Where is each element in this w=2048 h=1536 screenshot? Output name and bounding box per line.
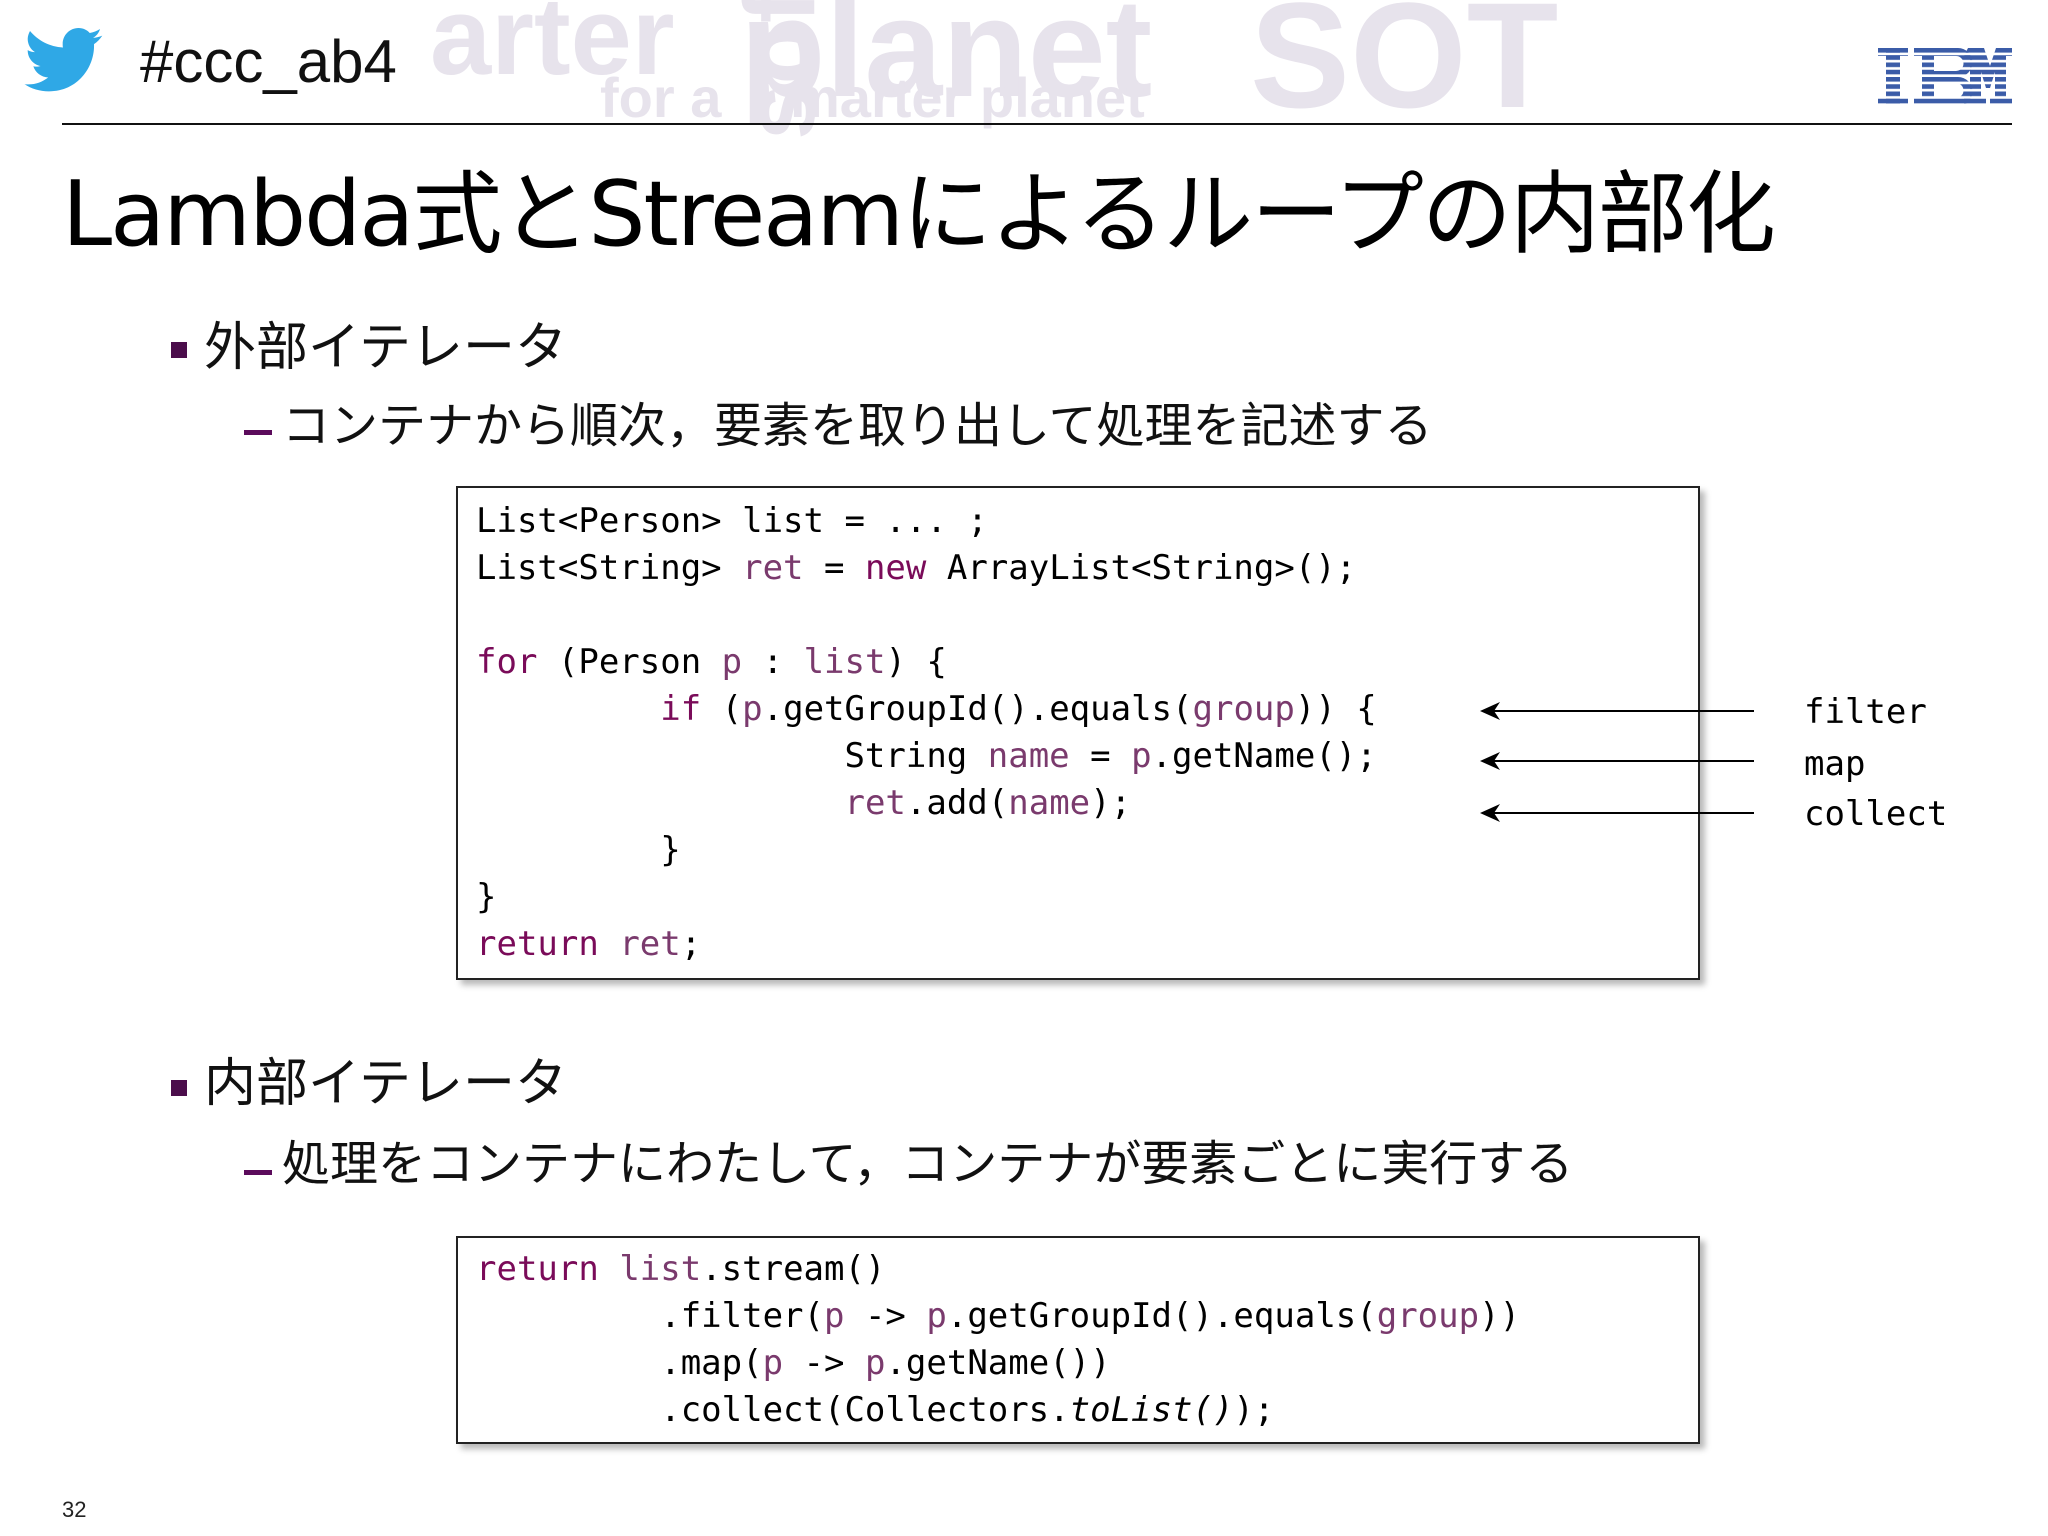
annotation-collect: collect: [1804, 794, 1948, 834]
annotation-filter: filter: [1804, 692, 1927, 732]
hashtag: #ccc_ab4: [140, 28, 397, 95]
background-word: arter: [430, 0, 675, 98]
bullet-marker: [171, 342, 187, 358]
bullet-internal-iterator: 内部イテレータ: [204, 1054, 567, 1114]
arrow-left-icon: [1480, 702, 1754, 720]
background-word: SOT: [1250, 0, 1559, 139]
code-external: List<Person> list = ... ; List<String> r…: [476, 501, 1377, 964]
slide-title: Lambda式とStreamによるループの内部化: [62, 162, 1776, 267]
header-divider: [62, 123, 2012, 125]
page-number: 32: [62, 1497, 87, 1522]
bullet-marker: [171, 1080, 187, 1096]
twitter-bird-icon: [24, 28, 103, 92]
background-word: marter planet: [790, 66, 1145, 129]
code-block-external: List<Person> list = ... ; List<String> r…: [456, 486, 1700, 980]
bullet-external-iterator: 外部イテレータ: [204, 318, 567, 378]
background-word: for a: [600, 66, 722, 129]
sub-bullet-internal: 処理をコンテナにわたして，コンテナが要素ごとに実行する: [282, 1136, 1574, 1192]
code-internal: return list.stream() .filter(p -> p.getG…: [476, 1249, 1521, 1430]
arrow-left-icon: [1480, 752, 1754, 770]
annotation-map: map: [1804, 744, 1866, 784]
background-word: planet: [740, 0, 1153, 126]
arrow-left-icon: [1480, 804, 1754, 822]
sub-bullet-dash: [244, 430, 272, 435]
code-block-internal: return list.stream() .filter(p -> p.getG…: [456, 1236, 1700, 1444]
sub-bullet-external: コンテナから順次，要素を取り出して処理を記述する: [282, 398, 1433, 454]
ibm-logo: [1878, 48, 2012, 106]
sub-bullet-dash: [244, 1170, 272, 1175]
